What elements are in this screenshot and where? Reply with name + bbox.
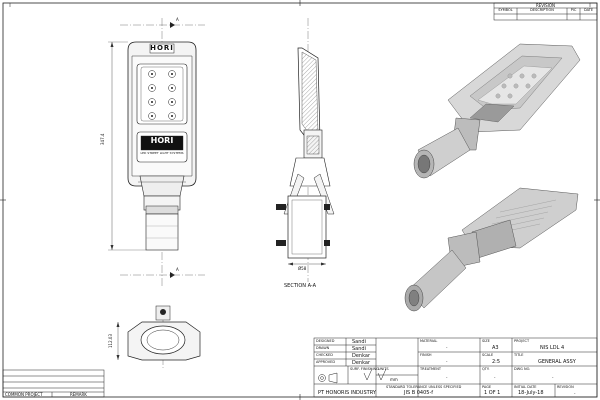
revision-col-symbol: SYMBOL [498, 8, 513, 12]
qty-value: - [494, 375, 496, 380]
designed-name: Sandi [352, 339, 366, 345]
dwg-no-label: DWG NO. [514, 367, 531, 371]
surface-finishing-label: SURF. FINISHING [350, 367, 379, 371]
section-view [276, 18, 335, 282]
drawn-name: Sandi [352, 346, 366, 352]
designed-role: DESIGNED [316, 339, 335, 343]
section-marker-top: A [176, 17, 179, 22]
scale-label: SCALE [482, 353, 494, 357]
approved-name: Denkar [352, 360, 371, 366]
project-value: NIS LDL 4 [540, 345, 565, 351]
title-label: TITLE [514, 353, 524, 357]
qty-label: QTY. [482, 367, 490, 371]
treatment-label: TREATMENT [420, 367, 442, 371]
material-label: MATERIAL [420, 339, 438, 343]
drawn-role: DRAWN [316, 346, 330, 350]
section-caption: SECTION A-A [284, 283, 317, 289]
title-value: GENERAL ASSY [538, 359, 576, 365]
front-view [108, 18, 205, 288]
surface-finish-symbol [363, 368, 387, 381]
units-value: mm [390, 377, 398, 382]
front-view-brand-logo: HORI [150, 44, 174, 52]
common-project-remark: REMARK [70, 392, 87, 397]
project-label: PROJECT [514, 339, 530, 343]
checked-name: Denkar [352, 353, 371, 359]
pole-diameter-label: Ø58 [298, 266, 307, 271]
initial-date-value: 18-July-18 [518, 390, 544, 396]
section-marker-bottom: A [176, 267, 179, 272]
driver-brand-subtext: LED STREET LIGHT SYSTEMS [140, 151, 184, 155]
dwg-no-value: - [552, 375, 554, 380]
size-value: A3 [492, 345, 499, 351]
bottom-view [116, 305, 201, 368]
page-label: PAGE [482, 385, 492, 389]
revision-table-grid [493, 2, 598, 21]
initial-date-label: INITIAL DATE [514, 385, 537, 389]
common-project-grid [2, 369, 105, 398]
scale-value: 2:5 [492, 359, 501, 365]
finish-value: - [446, 359, 448, 364]
page-value: 1 OF 1 [484, 390, 501, 396]
treatment-value: - [446, 375, 448, 380]
revision-col-pic: PIC [570, 8, 577, 12]
checked-role: CHECKED [316, 353, 333, 357]
units-label: UNITS [378, 367, 389, 371]
height-dimension-label: 347.4 [100, 133, 105, 145]
standard-tolerance-value: JIS B 0405-f [404, 390, 434, 396]
standard-tolerance-label: STANDARD TOLERANCE UNLESS SPECIFIED [386, 385, 462, 389]
size-label: SIZE [482, 339, 490, 343]
isometric-view-top [413, 43, 581, 179]
isometric-view-bottom [404, 187, 579, 312]
revision-col-date: DATE [583, 8, 594, 12]
company-name: PT HONORIS INDUSTRY [318, 390, 376, 396]
revision-label: REVISION [557, 385, 574, 389]
revision-col-description: DESCRIPTION [530, 8, 554, 12]
title-block-grid [313, 337, 598, 398]
material-value: - [446, 345, 448, 350]
driver-brand-label: HORI [150, 136, 174, 145]
revision-title: REVISION [535, 3, 556, 8]
projection-symbol [318, 372, 338, 384]
common-project-label: COMMON PROJECT [5, 392, 43, 397]
approved-role: APPROVED [316, 360, 336, 364]
revision-value: - [574, 391, 576, 396]
depth-dimension-label: 112.03 [108, 334, 113, 348]
finish-label: FINISH [420, 353, 432, 357]
